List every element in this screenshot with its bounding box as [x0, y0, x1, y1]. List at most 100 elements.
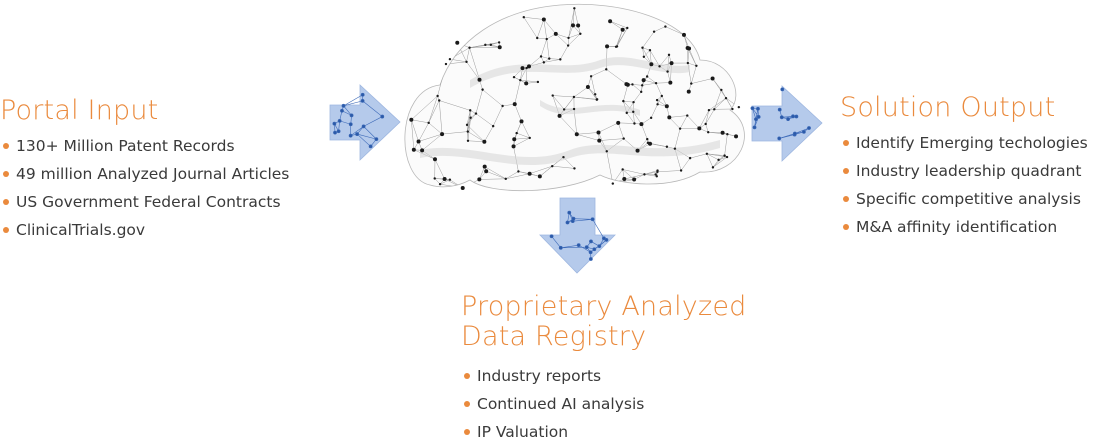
network-node: [605, 44, 609, 48]
network-node: [649, 49, 651, 51]
network-node: [528, 172, 532, 176]
network-node: [646, 75, 648, 77]
network-node: [680, 169, 682, 171]
network-node: [361, 93, 364, 96]
network-node: [626, 27, 628, 29]
network-node: [656, 171, 658, 173]
network-node: [412, 148, 416, 152]
network-node: [536, 37, 538, 39]
network-node: [349, 134, 352, 137]
network-node: [576, 23, 580, 27]
network-node: [734, 134, 738, 138]
network-node: [664, 25, 666, 27]
network-node: [505, 178, 507, 180]
network-node: [756, 107, 759, 110]
bullet-icon: [464, 429, 470, 435]
network-node: [726, 156, 728, 158]
list-item-label: 130+ Million Patent Records: [16, 137, 235, 155]
network-node: [689, 157, 691, 159]
network-node: [596, 98, 598, 100]
network-node: [468, 47, 470, 49]
network-node: [478, 78, 482, 82]
network-node: [642, 78, 646, 82]
network-node: [802, 130, 805, 133]
network-node: [697, 126, 701, 130]
network-node: [658, 65, 660, 67]
network-node: [537, 81, 539, 83]
bullet-icon: [3, 199, 9, 205]
network-node: [519, 79, 521, 81]
network-node: [573, 108, 575, 110]
network-node: [566, 221, 569, 224]
network-node: [791, 115, 794, 118]
network-node: [666, 70, 668, 72]
network-node: [690, 82, 692, 84]
network-node: [622, 100, 624, 102]
network-node: [567, 44, 569, 46]
bullet-icon: [3, 227, 9, 233]
network-node: [585, 246, 588, 249]
network-node: [590, 75, 592, 77]
list-item-label: Industry leadership quadrant: [856, 162, 1082, 180]
network-node: [778, 108, 781, 111]
bullet-icon: [3, 143, 9, 149]
network-node: [465, 61, 467, 63]
network-node: [481, 88, 483, 90]
network-node: [632, 101, 634, 103]
network-node: [661, 95, 663, 97]
list-item-label: M&A affinity identification: [856, 218, 1057, 236]
network-node: [632, 177, 636, 181]
network-node: [656, 103, 658, 105]
network-node: [571, 23, 575, 27]
network-node: [559, 246, 562, 249]
arrow-down-icon: [540, 198, 615, 273]
network-node: [490, 44, 492, 46]
network-node: [687, 62, 689, 64]
network-node: [436, 95, 438, 97]
network-node: [498, 41, 500, 43]
network-node: [641, 47, 643, 49]
network-node: [712, 166, 714, 168]
network-node: [543, 61, 545, 63]
data-registry-title-line1: Proprietary Analyzed: [461, 291, 747, 322]
list-item: IP Valuation: [461, 418, 747, 446]
network-node: [656, 175, 658, 177]
network-node: [469, 109, 471, 111]
network-node: [655, 82, 657, 84]
network-node: [427, 122, 429, 124]
network-node: [649, 62, 653, 66]
network-node: [573, 167, 575, 169]
network-node: [778, 137, 781, 140]
bullet-icon: [843, 168, 849, 174]
network-node: [621, 28, 625, 32]
network-node: [517, 170, 519, 172]
bullet-icon: [843, 140, 849, 146]
network-node: [589, 240, 592, 243]
network-node: [708, 109, 710, 111]
network-node: [643, 56, 645, 58]
network-node: [616, 121, 620, 125]
list-item: Industry leadership quadrant: [840, 157, 1088, 185]
bullet-icon: [464, 373, 470, 379]
network-node: [469, 117, 471, 119]
network-node: [467, 130, 469, 132]
network-node: [548, 57, 550, 59]
network-node: [513, 102, 517, 106]
list-item-label: ClinicalTrials.gov: [16, 221, 145, 239]
list-item: US Government Federal Contracts: [0, 188, 289, 216]
network-node: [579, 33, 581, 35]
list-item-label: Identify Emerging techologies: [856, 134, 1088, 152]
network-node: [666, 146, 668, 148]
portal-input-list: 130+ Million Patent Records 49 million A…: [0, 132, 289, 244]
network-node: [515, 132, 517, 134]
network-node: [438, 99, 440, 101]
network-node: [706, 153, 708, 155]
network-node: [670, 61, 674, 65]
list-item: Identify Emerging techologies: [840, 129, 1088, 157]
network-node: [498, 45, 502, 49]
network-node: [355, 132, 358, 135]
network-node: [713, 108, 715, 110]
network-node: [542, 18, 546, 22]
network-node: [626, 112, 628, 114]
network-node: [337, 130, 340, 133]
